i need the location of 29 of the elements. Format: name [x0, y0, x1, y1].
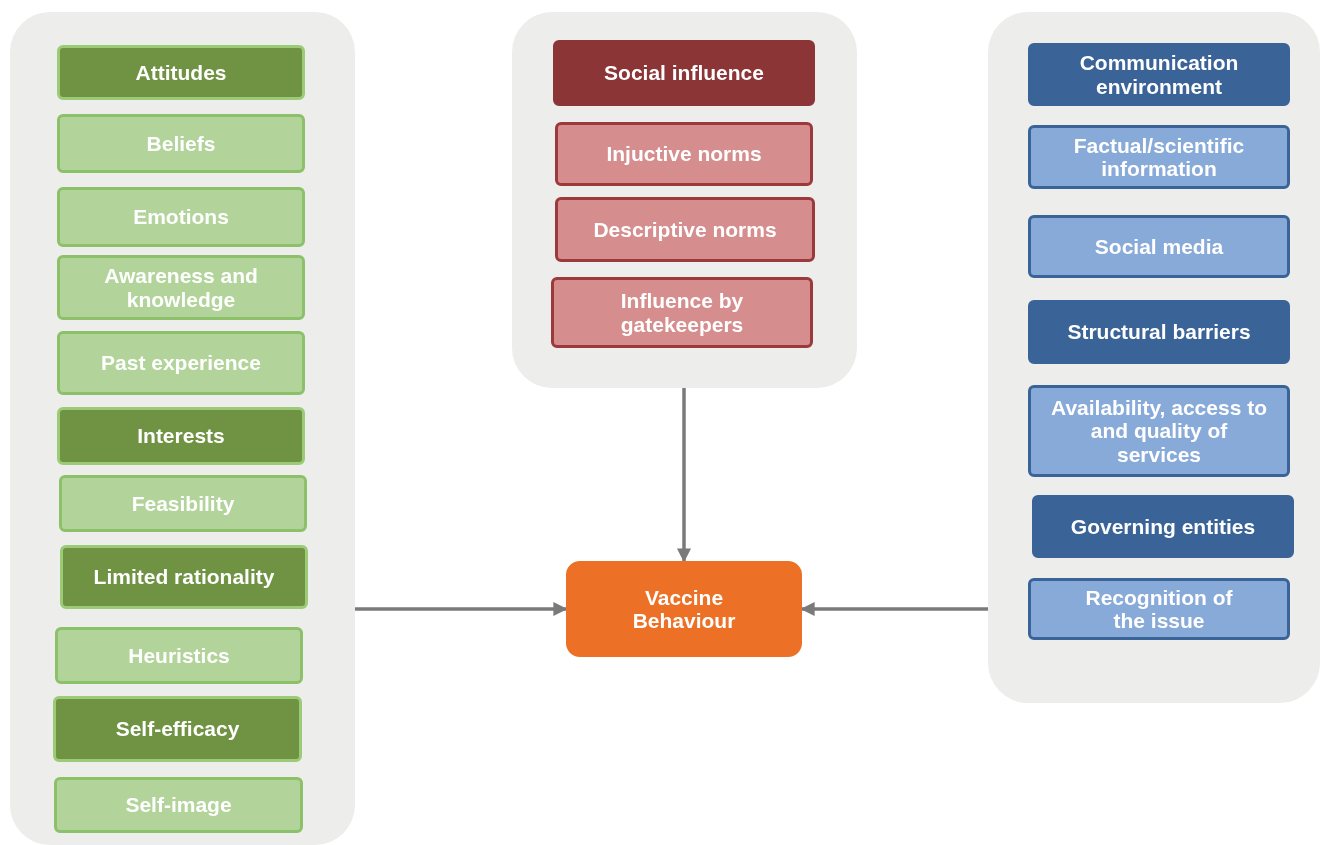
factor-box: Self-image	[54, 777, 303, 833]
factor-box: Interests	[57, 407, 305, 465]
factor-box: Availability, access to and quality of services	[1028, 385, 1290, 477]
factor-box: Descriptive norms	[555, 197, 815, 262]
factor-box: Social influence	[553, 40, 815, 106]
factor-box: Limited rationality	[60, 545, 308, 609]
factor-box: Awareness and knowledge	[57, 255, 305, 320]
factor-box: Governing entities	[1032, 495, 1294, 558]
group-panel	[10, 12, 355, 845]
arrow	[800, 602, 988, 616]
factor-box: Heuristics	[55, 627, 303, 684]
factor-box: Recognition of the issue	[1028, 578, 1290, 640]
factor-box: Attitudes	[57, 45, 305, 100]
factor-box: Self-efficacy	[53, 696, 302, 762]
factor-box: Past experience	[57, 331, 305, 395]
factor-box: Factual/scientific information	[1028, 125, 1290, 189]
factor-box: Influence by gatekeepers	[551, 277, 813, 348]
factor-box: Emotions	[57, 187, 305, 247]
group-panel	[512, 12, 857, 388]
factor-box: Structural barriers	[1028, 300, 1290, 364]
group-panel	[988, 12, 1320, 703]
arrow	[355, 602, 568, 616]
outcome-box: Vaccine Behaviour	[566, 561, 802, 657]
arrow	[677, 388, 691, 563]
factor-box: Feasibility	[59, 475, 307, 532]
factor-box: Beliefs	[57, 114, 305, 173]
factor-box: Communication environment	[1028, 43, 1290, 106]
factor-box: Social media	[1028, 215, 1290, 278]
factor-box: Injuctive norms	[555, 122, 813, 186]
